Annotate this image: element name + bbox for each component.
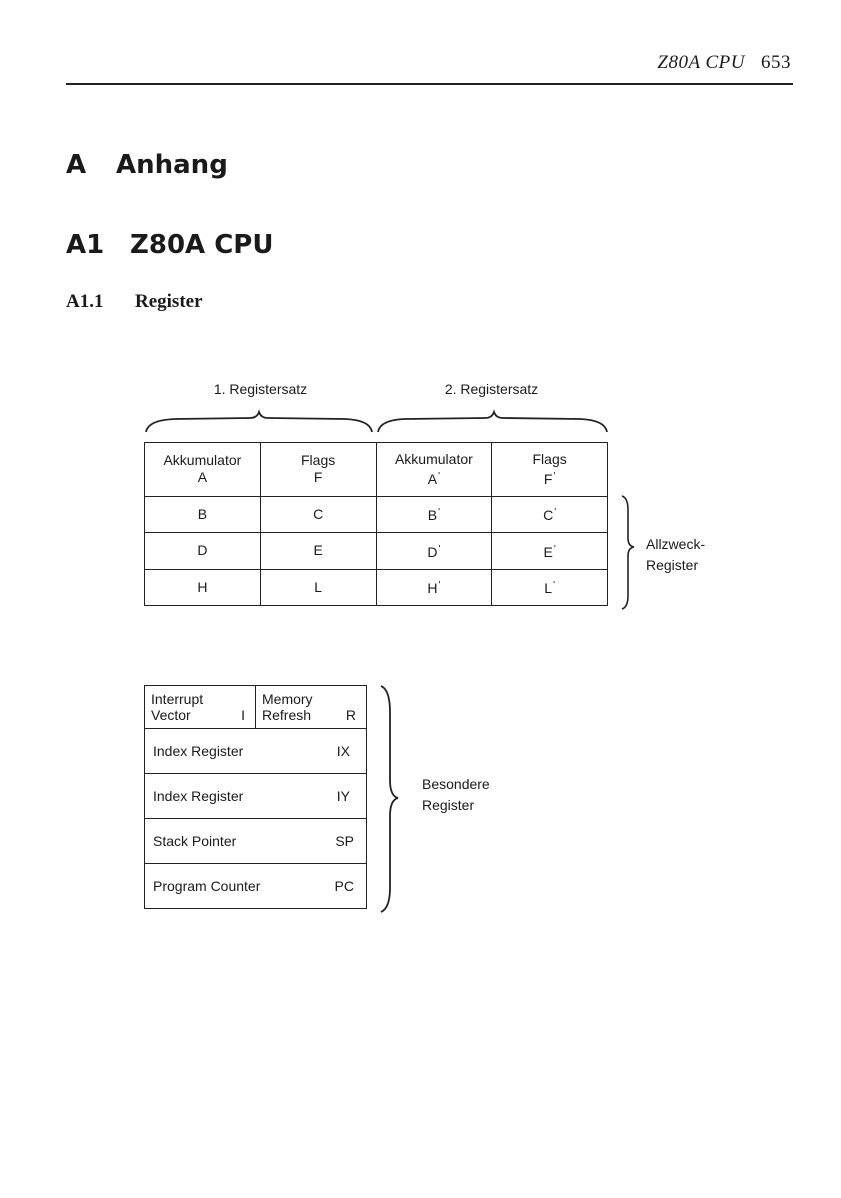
- subsection-number: A1.1: [66, 291, 104, 312]
- cell-register: A: [197, 469, 208, 486]
- chapter-heading: A Anhang: [66, 150, 228, 180]
- memory-refresh-cell: Memory Refresh R: [255, 685, 367, 729]
- subsection-heading: A1.1 Register: [66, 291, 203, 313]
- cell-register: IX: [336, 743, 350, 759]
- allzweck-brace: [621, 495, 635, 610]
- cell-label: Index Register: [153, 743, 244, 759]
- interrupt-vector-cell: Interrupt Vector I: [144, 685, 256, 729]
- special-register-cell: Stack Pointer SP: [144, 818, 367, 864]
- running-head: Z80A CPU 653: [657, 52, 791, 74]
- register-row: H L H' L': [144, 568, 608, 607]
- special-register-row: Program Counter PC: [144, 863, 367, 909]
- allzweck-register-label: Allzweck- Register: [646, 534, 705, 576]
- cell-label: Program Counter: [153, 878, 261, 894]
- cell-label: Vector: [151, 707, 191, 723]
- besondere-brace: [380, 685, 399, 913]
- register-set-2-brace: [377, 409, 608, 433]
- register-cell-alt: B': [375, 495, 493, 534]
- register-set-1-brace: [145, 409, 373, 433]
- register-cell: C: [259, 495, 377, 534]
- register-cell: D: [144, 532, 261, 570]
- cell-label: Flags: [301, 452, 336, 469]
- chapter-number: A: [66, 150, 87, 180]
- cell-register: I: [241, 707, 245, 723]
- cell-label: Stack Pointer: [153, 833, 237, 849]
- register-cell-alt: H': [375, 568, 493, 607]
- chapter-title: Anhang: [116, 150, 228, 180]
- cell-register: PC: [334, 878, 354, 894]
- special-register-table: Interrupt Vector I Memory Refresh R Index …: [144, 685, 367, 909]
- register-cell-alt: L': [491, 568, 608, 607]
- cell-label: Memory: [262, 691, 313, 707]
- special-register-cell: Program Counter PC: [144, 863, 367, 909]
- register-cell: H: [144, 568, 261, 607]
- register-row: B C B' C': [144, 495, 608, 534]
- register-set-2-title: 2. Registersatz: [444, 381, 539, 397]
- cell-label: Refresh: [262, 707, 312, 723]
- side-label-line: Register: [646, 557, 699, 573]
- special-register-row: Index Register IX: [144, 728, 367, 774]
- special-register-cell: Index Register IX: [144, 728, 367, 774]
- register-cell-alt: D': [375, 532, 493, 570]
- cell-register: F': [543, 470, 556, 487]
- cell-register: F: [313, 469, 323, 486]
- special-register-row: Index Register IY: [144, 773, 367, 819]
- cell-register: R: [345, 707, 356, 723]
- cell-label: Flags: [532, 450, 567, 467]
- register-cell-alt: E': [491, 532, 608, 570]
- cell-label: Interrupt: [151, 691, 204, 707]
- interrupt-refresh-row: Interrupt Vector I Memory Refresh R: [144, 685, 367, 729]
- register-cell: L: [259, 568, 377, 607]
- register-cell: B: [144, 495, 261, 534]
- special-register-row: Stack Pointer SP: [144, 818, 367, 864]
- register-cell: E: [259, 532, 377, 570]
- subsection-title: Register: [135, 291, 203, 312]
- cell-label: Akkumulator: [394, 450, 473, 467]
- special-register-cell: Index Register IY: [144, 773, 367, 819]
- side-label-line: Besondere: [422, 776, 490, 792]
- header-rule: [66, 83, 793, 85]
- register-set-1-title: 1. Registersatz: [213, 381, 308, 397]
- section-heading: A1 Z80A CPU: [66, 230, 273, 260]
- cell-register: A': [427, 470, 440, 487]
- section-number: A1: [66, 230, 105, 260]
- side-label-line: Register: [422, 797, 475, 813]
- page-number: 653: [761, 52, 791, 73]
- register-row: D E D' E': [144, 532, 608, 570]
- cell-register: SP: [335, 833, 354, 849]
- besondere-register-label: Besondere Register: [422, 774, 490, 816]
- section-title: Z80A CPU: [130, 230, 274, 260]
- cell-label: Akkumulator: [163, 452, 242, 469]
- register-cell-alt: C': [491, 495, 608, 534]
- cell-register: IY: [336, 788, 350, 804]
- cell-label: Index Register: [153, 788, 244, 804]
- running-title: Z80A CPU: [657, 52, 745, 73]
- side-label-line: Allzweck-: [646, 536, 706, 552]
